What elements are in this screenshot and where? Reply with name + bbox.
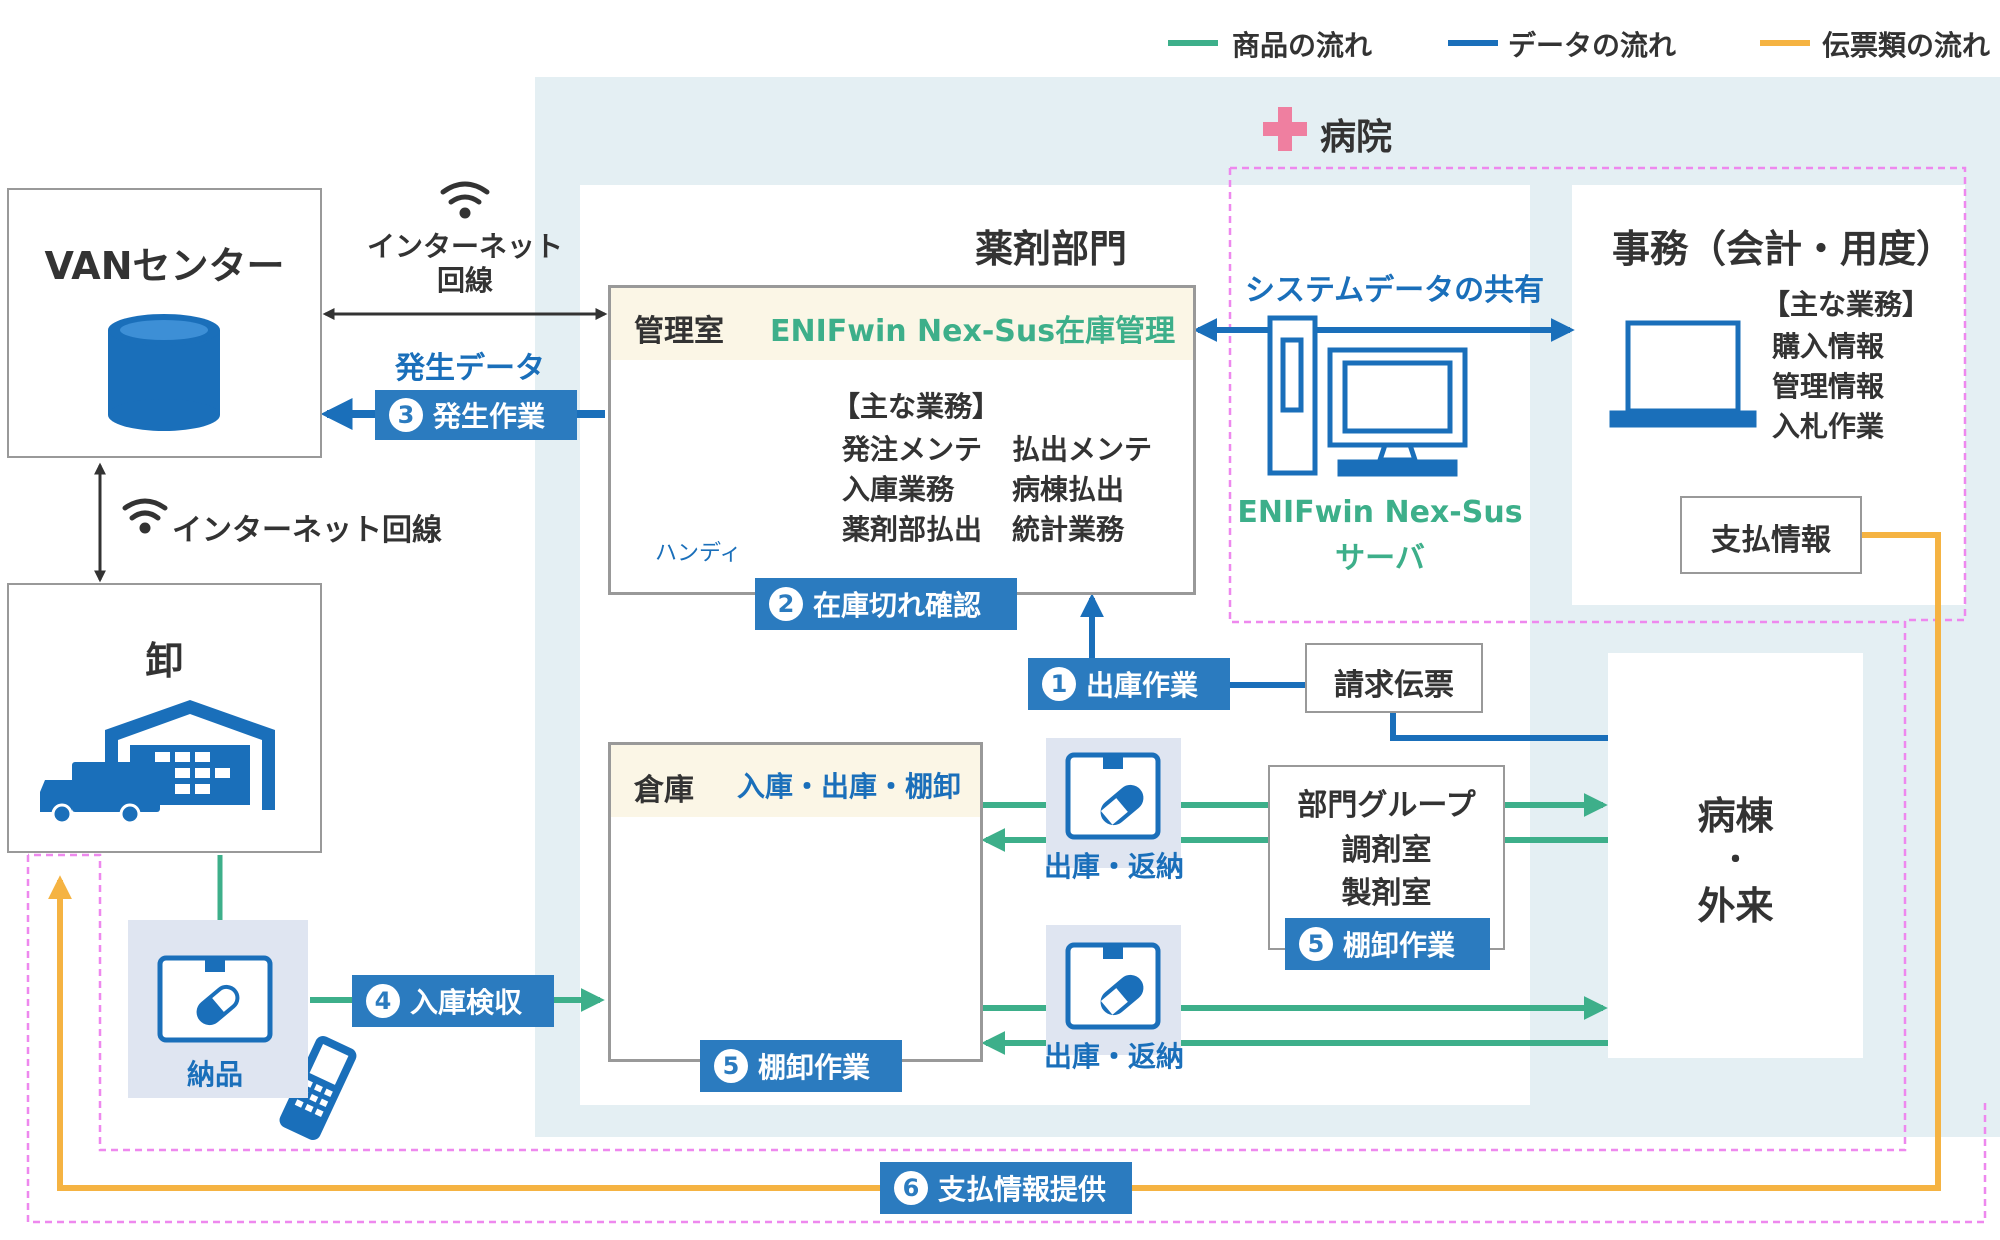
- control-room-title: 管理室: [634, 314, 724, 349]
- server-name: ENIFwin Nex-Sus: [1237, 495, 1523, 530]
- office-task-1: 購入情報: [1772, 330, 1885, 363]
- warehouse-header: [611, 745, 980, 817]
- medicine-box-icon-delivery: [128, 920, 308, 1098]
- medicine-box-icon-1: [1046, 738, 1181, 868]
- warehouse-title: 倉庫: [634, 773, 694, 808]
- internet-line-side-label: インターネット回線: [172, 513, 442, 548]
- office-title: 事務（会計・用度）: [1612, 227, 1955, 271]
- delivery-label: 納品: [186, 1058, 243, 1091]
- ward-line-1: 病棟: [1697, 794, 1774, 838]
- legend-data: データの流れ: [1508, 29, 1677, 62]
- control-room-task-5: 薬剤部払出: [842, 513, 983, 546]
- dashed-outline-outer: [26, 855, 1987, 1224]
- wholesale-box: [7, 583, 322, 853]
- van-center-title: VANセンター: [44, 244, 285, 288]
- payment-info-label: 支払情報: [1711, 523, 1831, 558]
- server-computer-icon: [1267, 315, 1468, 477]
- server-sub: サーバ: [1335, 541, 1425, 576]
- dept-group-line-2: 調剤室: [1341, 833, 1432, 868]
- office-task-3: 入札作業: [1772, 410, 1885, 443]
- internet-line-top-label: インターネット 回線: [366, 230, 563, 297]
- ward-dot: ・: [1720, 843, 1751, 878]
- control-room-header: [611, 288, 1193, 360]
- dashed-outline-inner: [28, 166, 1967, 1152]
- wifi-icon-side: [122, 498, 168, 534]
- ship-return-label-1: 出庫・返納: [1043, 850, 1184, 883]
- control-room-task-3: 入庫業務: [842, 473, 955, 506]
- payment-info-box: [1680, 496, 1862, 574]
- invoice-label: 請求伝票: [1334, 668, 1454, 703]
- wifi-icon-top: [440, 181, 490, 219]
- control-room-tasks-header: 【主な業務】: [832, 390, 1001, 423]
- wholesale-title: 卸: [145, 639, 184, 683]
- control-room-task-6: 統計業務: [1012, 513, 1125, 546]
- warehouse-sub: 入庫・出庫・棚卸: [737, 770, 962, 803]
- ward-area: [1608, 653, 1863, 1058]
- handy-label: ハンディ: [655, 541, 742, 566]
- database-icon: [108, 314, 220, 431]
- office-tasks-header: 【主な業務】: [1762, 288, 1931, 321]
- handy-terminal-icon-delivery: [279, 1036, 357, 1140]
- dashed-outline-right: [1228, 168, 1905, 624]
- generated-data-label: 発生データ: [395, 351, 545, 386]
- van-center-box: [7, 188, 322, 458]
- pharmacy-title: 薬剤部門: [975, 227, 1128, 271]
- control-room-task-4: 病棟払出: [1012, 473, 1125, 506]
- medicine-box-icon-2: [1046, 925, 1181, 1055]
- control-room-task-1: 発注メンテ: [842, 433, 983, 466]
- ward-line-2: 外来: [1697, 884, 1774, 928]
- legend-slips: 伝票類の流れ: [1822, 29, 1991, 62]
- hospital-title: 病院: [1320, 117, 1393, 158]
- control-room-system: ENIFwin Nex-Sus在庫管理: [770, 314, 1176, 349]
- office-task-2: 管理情報: [1772, 370, 1885, 403]
- ship-return-label-2: 出庫・返納: [1043, 1040, 1184, 1073]
- dept-group-line-3: 製剤室: [1341, 876, 1432, 911]
- control-room-task-2: 払出メンテ: [1012, 433, 1153, 466]
- system-share-label: システムデータの共有: [1245, 273, 1545, 308]
- legend-goods: 商品の流れ: [1232, 29, 1373, 62]
- dept-group-line-1: 部門グループ: [1297, 788, 1476, 823]
- office-laptop-icon: [1609, 320, 1757, 428]
- invoice-box: [1305, 643, 1483, 713]
- warehouse-truck-icon: [40, 700, 275, 825]
